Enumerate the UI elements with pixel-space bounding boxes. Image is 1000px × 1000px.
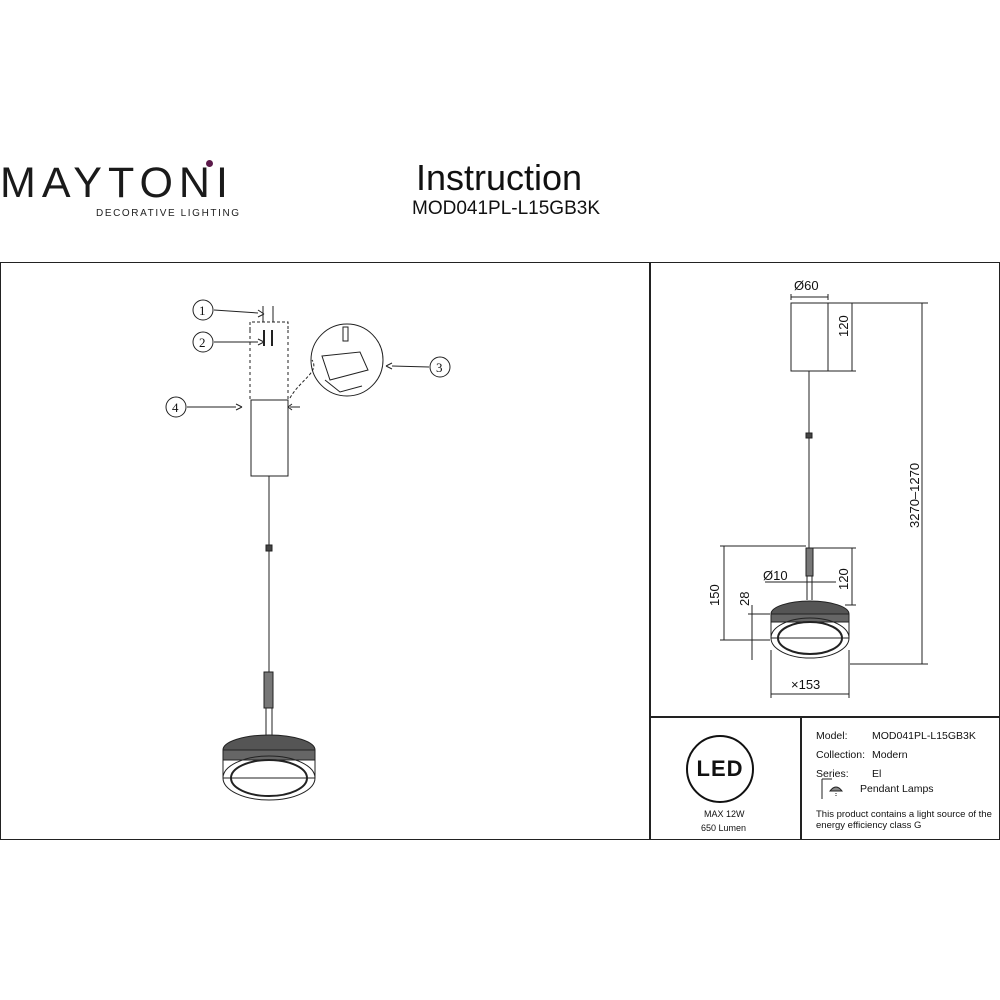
dim-total-length: 3270–1270 [907, 462, 922, 528]
energy-note: This product contains a light source of … [816, 809, 992, 831]
callout-2-circle [192, 331, 214, 353]
led-badge: LED [686, 735, 754, 803]
callout-1-label: 1 [199, 303, 206, 318]
model-label: Model: [816, 730, 848, 742]
led-badge-text: LED [696, 756, 744, 781]
spec-divider-h [649, 716, 1000, 718]
callout-4-circle [165, 396, 187, 418]
callout-1-circle [192, 299, 214, 321]
page-title: Instruction [416, 157, 583, 198]
lamp-type: Pendant Lamps [860, 783, 934, 795]
dim-ring-height: 28 [737, 591, 752, 606]
callout-4-label: 4 [172, 400, 179, 415]
series-label: Series: [816, 768, 849, 780]
collection-value: Modern [872, 749, 908, 761]
logo-accent-dot [206, 160, 213, 167]
lumen-rating: 650 Lumen [701, 823, 747, 833]
dim-rod-height: 120 [836, 568, 851, 590]
brand-logo: MAYTONI [0, 159, 234, 207]
dim-canopy-diameter: Ø60 [794, 278, 819, 293]
dimension-drawing [720, 294, 928, 698]
assembly-drawing [165, 299, 451, 801]
dim-canopy-height: 120 [836, 315, 851, 337]
collection-label: Collection: [816, 749, 866, 761]
series-value: El [872, 768, 882, 780]
model-code: MOD041PL-L15GB3K [412, 198, 600, 219]
power-rating: MAX 12W [704, 809, 745, 819]
dim-lamp-height: 150 [707, 584, 722, 606]
callout-2-label: 2 [199, 335, 206, 350]
spec-divider-v [800, 716, 802, 840]
callout-3-circle [429, 356, 451, 378]
model-value: MOD041PL-L15GB3K [872, 730, 976, 742]
callout-3-label: 3 [436, 360, 443, 375]
pendant-lamp-icon [821, 778, 844, 799]
dim-lamp-diameter: ×153 [791, 677, 821, 692]
dim-rod-diameter: Ø10 [763, 568, 788, 583]
brand-tagline: DECORATIVE LIGHTING [96, 208, 241, 219]
panel-divider [649, 262, 651, 840]
